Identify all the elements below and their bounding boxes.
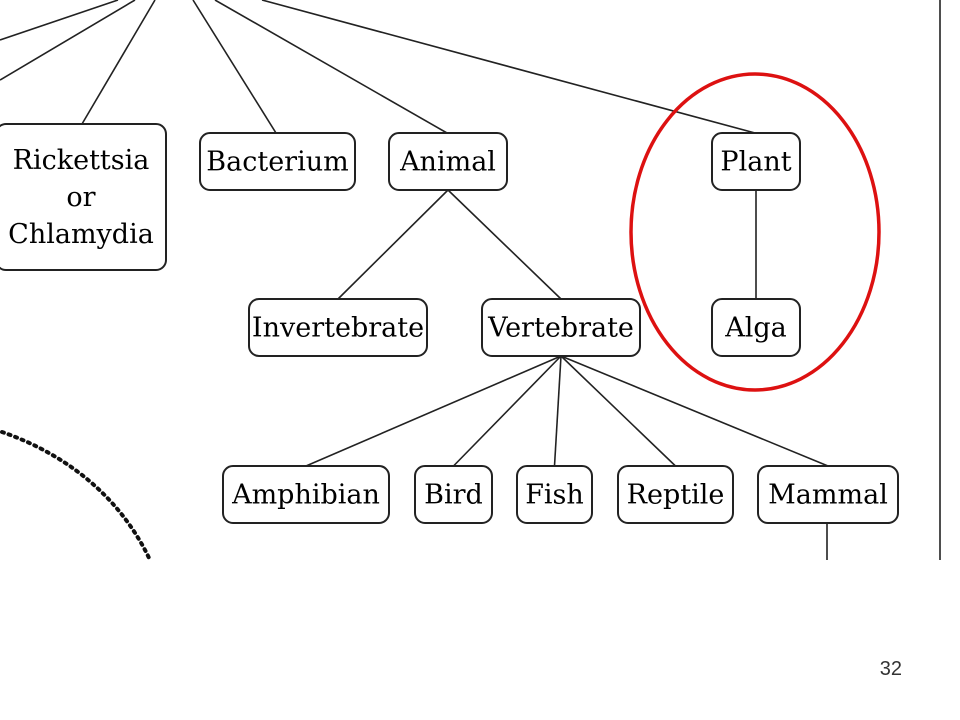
edge-animal-vertebrate (447, 189, 562, 300)
node-label: Vertebrate (487, 313, 634, 344)
node-box (516, 465, 593, 524)
node-vertebrate: Vertebrate (481, 298, 641, 357)
node-label: Amphibian (231, 480, 380, 511)
edge-to-animal (214, 0, 448, 134)
edge-offscreen-1 (0, 0, 119, 41)
edge-vertebrate-amphibian (305, 355, 562, 467)
node-label: or (66, 182, 95, 213)
node-plant: Plant (711, 132, 801, 191)
edge-animal-invertebrate (337, 189, 449, 300)
node-box (481, 298, 641, 357)
node-label: Animal (399, 147, 496, 178)
highlight-layer (629, 72, 881, 392)
node-label: Bacterium (206, 147, 348, 178)
node-amphibian: Amphibian (222, 465, 390, 524)
edges-layer (0, 0, 941, 562)
node-label: Rickettsia (13, 145, 150, 176)
edge-to-plant (261, 0, 756, 134)
node-box (414, 465, 493, 524)
node-label: Reptile (627, 480, 725, 511)
node-box (248, 298, 428, 357)
node-box (617, 465, 734, 524)
node-label: Chlamydia (8, 219, 154, 250)
node-label: Fish (525, 480, 584, 511)
edge-vertebrate-mammal (560, 355, 829, 467)
node-box (388, 132, 508, 191)
node-fish: Fish (516, 465, 593, 524)
edge-to-rickettsia (81, 0, 156, 125)
slide-number: 32 (879, 658, 902, 680)
node-bird: Bird (414, 465, 493, 524)
node-bacterium: Bacterium (199, 132, 356, 191)
node-reptile: Reptile (617, 465, 734, 524)
node-box (711, 132, 801, 191)
node-box (199, 132, 356, 191)
edge-vertebrate-fish (553, 355, 562, 467)
node-label: Invertebrate (252, 313, 424, 344)
highlight-ellipse (629, 72, 881, 392)
edge-to-bacterium (192, 0, 277, 134)
node-label: Bird (424, 480, 483, 511)
dotted-curve (0, 430, 152, 562)
edge-offscreen-2 (0, 0, 136, 81)
node-label: Mammal (768, 480, 888, 511)
node-box (757, 465, 899, 524)
node-mammal: Mammal (757, 465, 899, 524)
node-animal: Animal (388, 132, 508, 191)
node-alga: Alga (711, 298, 801, 357)
node-box (222, 465, 390, 524)
edge-vertebrate-reptile (560, 355, 677, 467)
node-box (0, 123, 167, 271)
edge-vertebrate-bird (452, 355, 562, 467)
node-label: Plant (720, 147, 791, 178)
node-invertebrate: Invertebrate (248, 298, 428, 357)
node-box (711, 298, 801, 357)
node-label: Alga (724, 313, 787, 344)
